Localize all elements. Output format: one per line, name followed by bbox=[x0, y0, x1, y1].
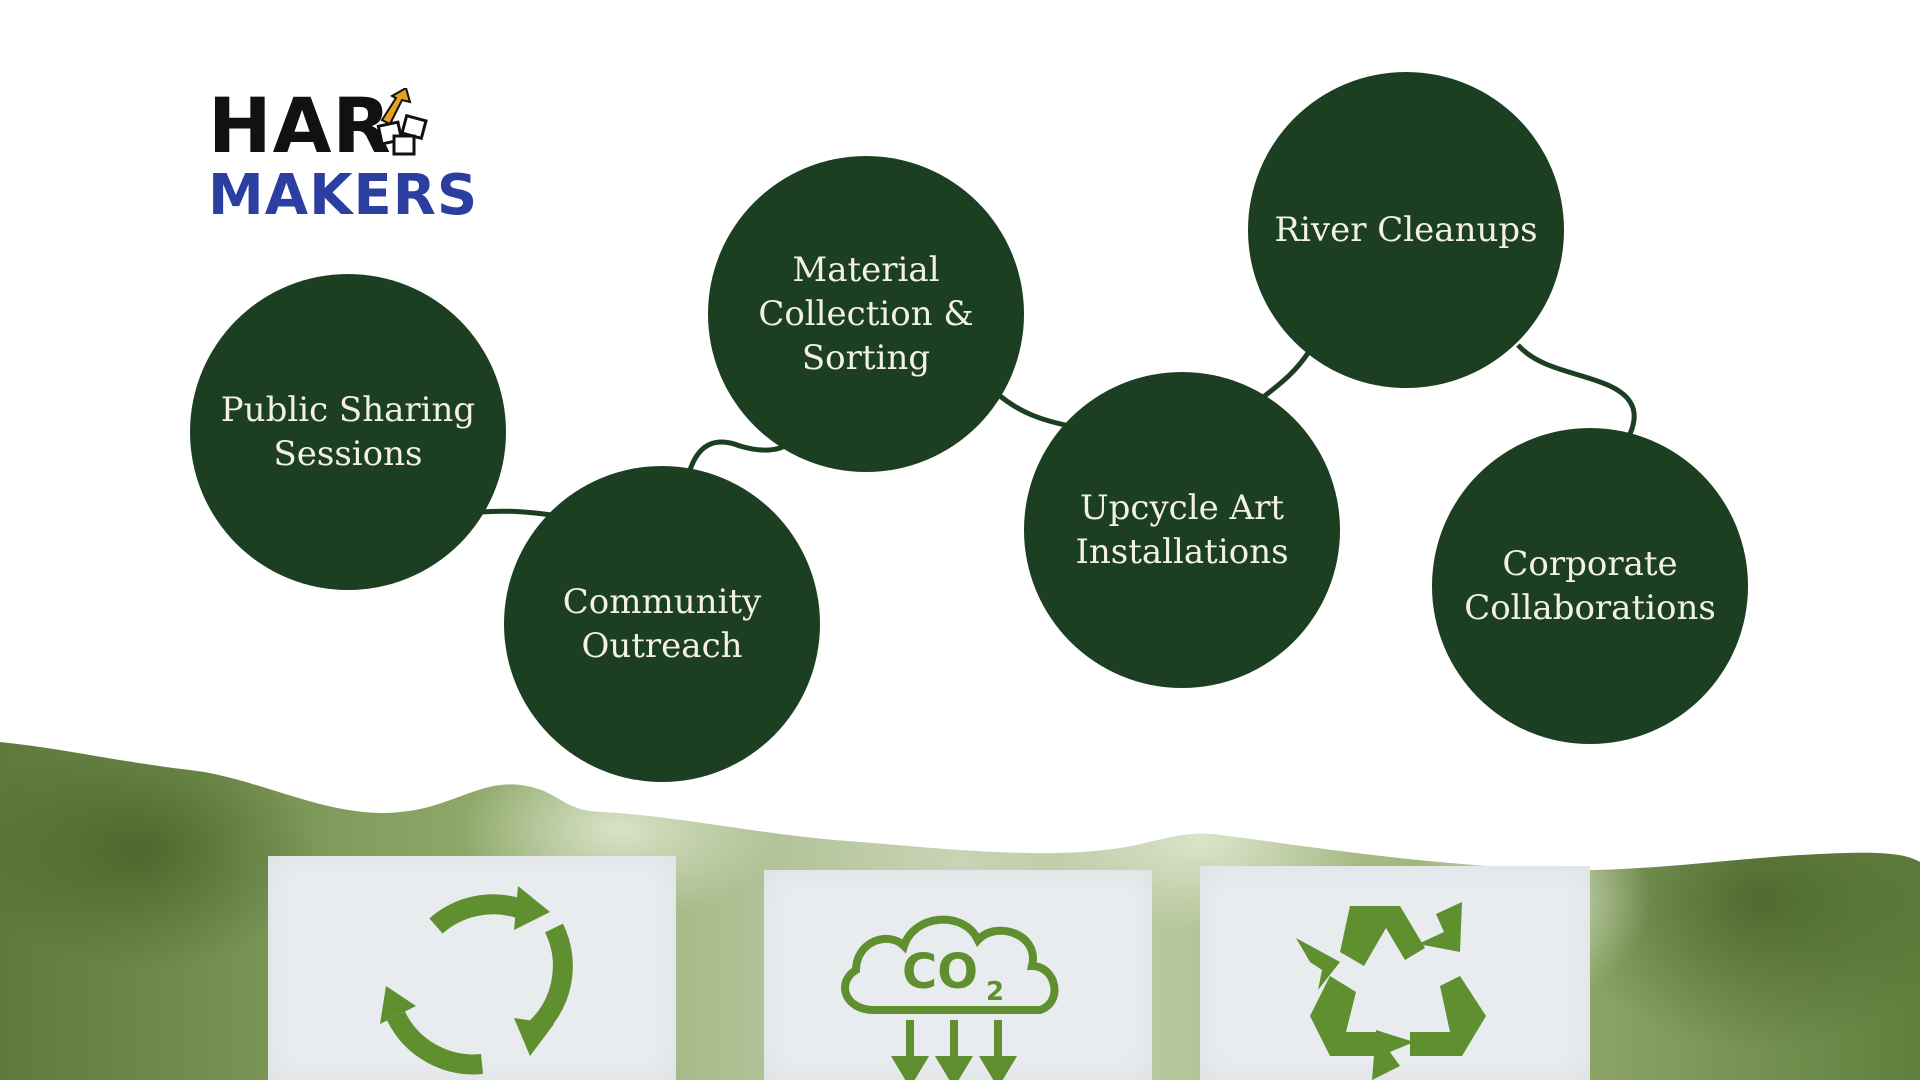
svg-text:2: 2 bbox=[986, 977, 1004, 1007]
upcycle-emblem-icon bbox=[376, 88, 428, 156]
sign-card: CO 2 bbox=[764, 870, 1152, 1080]
logo-line-1: HAR bbox=[208, 81, 392, 170]
node-label: Community Outreach bbox=[562, 582, 762, 666]
node-corporate-collab: Corporate Collaborations bbox=[1432, 428, 1748, 744]
node-river-cleanups: River Cleanups bbox=[1248, 72, 1564, 388]
connector-upcycle-to-river bbox=[1260, 348, 1313, 400]
sign-card bbox=[268, 856, 676, 1080]
logo: HAR MAKERS bbox=[208, 81, 477, 238]
node-material-collection: Material Collection & Sorting bbox=[708, 156, 1024, 472]
node-label: Corporate Collaborations bbox=[1464, 544, 1716, 628]
co2-cloud-icon: CO 2 bbox=[841, 915, 1059, 1080]
connector-river-to-corporate bbox=[1516, 343, 1637, 435]
recycling-symbol-icon bbox=[1296, 902, 1486, 1080]
node-label: Material Collection & Sorting bbox=[758, 250, 974, 378]
connector-community-to-material bbox=[687, 439, 792, 471]
node-public-sharing: Public Sharing Sessions bbox=[190, 274, 506, 590]
node-community-outreach: Community Outreach bbox=[504, 466, 820, 782]
connector-material-to-upcycle bbox=[998, 394, 1071, 429]
co2-label: CO bbox=[902, 944, 978, 1000]
node-label: River Cleanups bbox=[1274, 210, 1538, 250]
node-label: Upcycle Art Installations bbox=[1075, 488, 1289, 572]
logo-line-2: MAKERS bbox=[208, 163, 479, 228]
node-label: Public Sharing Sessions bbox=[220, 390, 476, 474]
recycle-arrows-icon bbox=[380, 886, 573, 1075]
sign-card bbox=[1200, 866, 1590, 1080]
node-upcycle-art: Upcycle Art Installations bbox=[1024, 372, 1340, 688]
